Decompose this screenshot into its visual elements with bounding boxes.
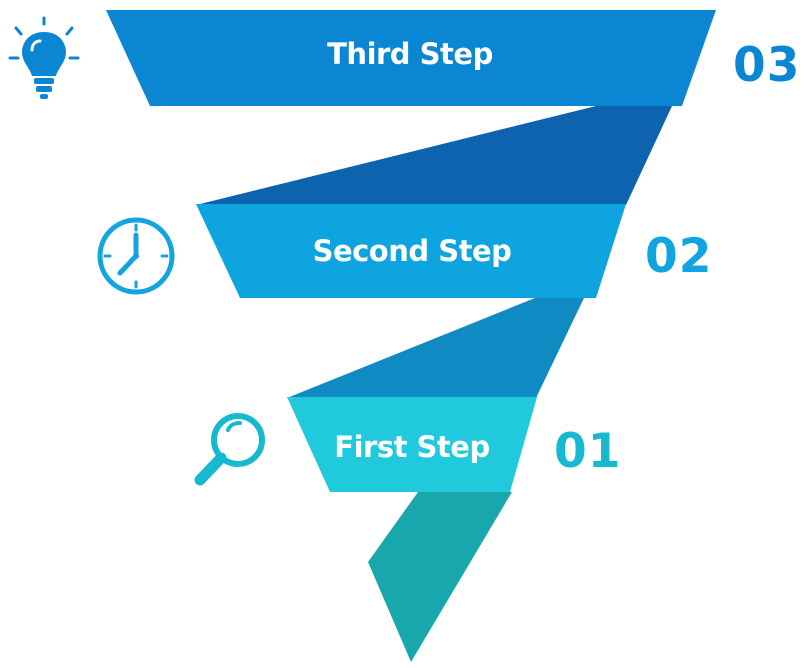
magnifier-icon	[194, 413, 265, 486]
step-label-first: First Step	[334, 430, 490, 464]
clock-icon	[97, 217, 175, 295]
band-first-step	[287, 397, 537, 492]
band-second-step	[196, 204, 626, 298]
step-label-third: Third Step	[327, 37, 493, 71]
ribbon-connector-middle	[287, 298, 584, 398]
ribbon-tail	[368, 492, 512, 662]
step-label-second: Second Step	[312, 234, 512, 268]
ribbon-connector-top	[196, 106, 672, 205]
band-third-step	[106, 10, 716, 106]
step-number-third: 03	[733, 38, 801, 93]
step-number-first: 01	[554, 424, 622, 479]
step-number-second: 02	[645, 229, 713, 284]
lightbulb-icon	[8, 16, 80, 99]
